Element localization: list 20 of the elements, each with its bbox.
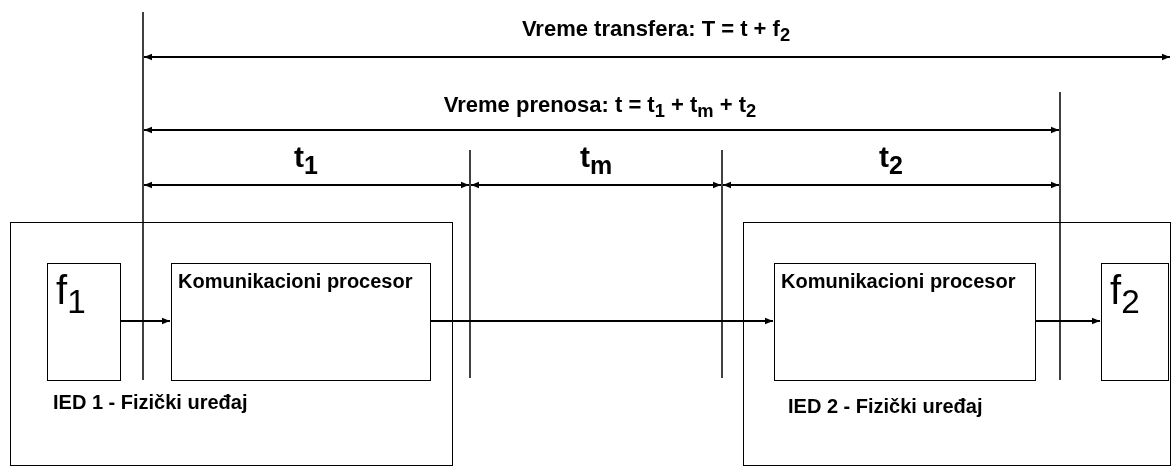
processor-label: Komunikacioni procesor — [178, 270, 414, 293]
duration-label: Vreme transfera: T = t + f$_{2}$ — [521, 16, 791, 47]
device-label: IED 1 - Fizički uređaj — [53, 391, 248, 414]
device-box — [10, 222, 453, 466]
processor-box — [774, 263, 1036, 381]
processor-label: Komunikacioni procesor — [781, 270, 1017, 293]
function-label: f$_{2}$ — [1110, 268, 1140, 321]
duration-label: Vreme prenosa: t = t$_{1}$ + t$_{m}$ + t$_{2}$ — [443, 92, 757, 123]
processor-box — [171, 263, 431, 381]
device-label: IED 2 - Fizički uređaj — [788, 395, 983, 418]
device-box — [743, 222, 1171, 466]
arrow — [1034, 317, 1101, 325]
duration-label: t$_{2}$ — [879, 140, 903, 180]
function-box — [1101, 263, 1169, 381]
function-box — [47, 263, 121, 381]
duration-label: t$_{m}$ — [579, 140, 613, 180]
function-label: f$_{1}$ — [56, 268, 86, 321]
arrow — [119, 317, 171, 325]
duration-label: t$_{1}$ — [294, 140, 318, 180]
arrow — [429, 317, 774, 325]
